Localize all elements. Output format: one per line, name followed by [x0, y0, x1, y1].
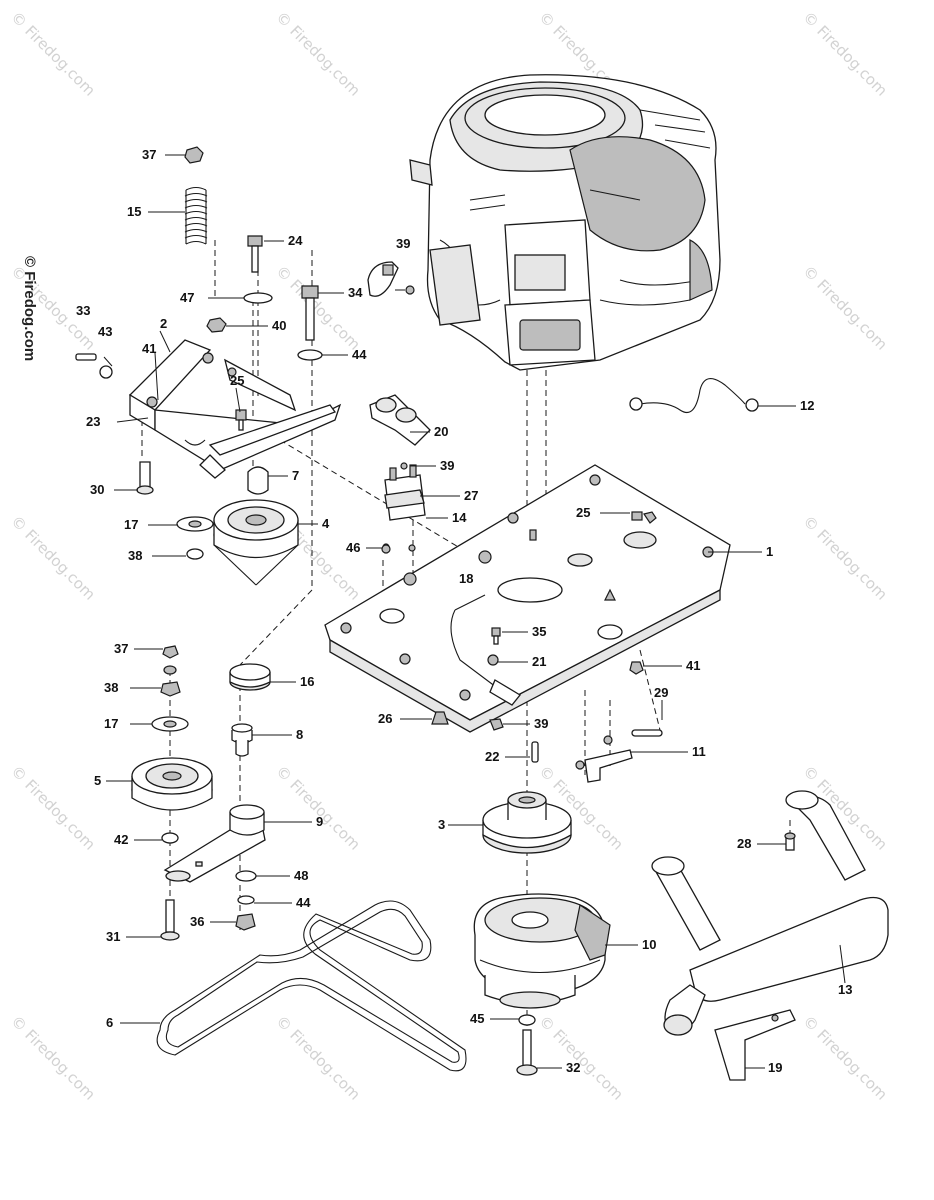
callout-19: 19	[768, 1060, 783, 1075]
callout-13: 13	[838, 982, 853, 997]
callout-47: 47	[180, 290, 195, 305]
callout-36: 36	[190, 914, 205, 929]
callout-2: 2	[160, 316, 168, 331]
callout-3: 3	[438, 817, 446, 832]
callout-44: 44	[352, 347, 367, 362]
engine-deck-plate-1	[324, 464, 731, 733]
idler-bracket-2	[128, 339, 342, 479]
muffler-13	[651, 790, 889, 1081]
callout-16: 16	[300, 674, 315, 689]
callout-7: 7	[292, 468, 300, 483]
callout-6: 6	[106, 1015, 114, 1030]
callout-17-lower: 17	[104, 716, 119, 731]
callout-48: 48	[294, 868, 309, 883]
callout-31: 31	[106, 929, 121, 944]
leader-lines	[103, 154, 846, 1069]
callout-10: 10	[642, 937, 657, 952]
callout-43: 43	[98, 324, 113, 339]
callout-8: 8	[296, 727, 304, 742]
callout-37-lower: 37	[114, 641, 129, 656]
engine-pulley-3	[482, 791, 572, 854]
callout-41-plate: 41	[686, 658, 701, 673]
callout-40: 40	[272, 318, 287, 333]
callout-34: 34	[348, 285, 363, 300]
callout-17: 17	[124, 517, 139, 532]
callout-38-lower: 38	[104, 680, 119, 695]
engine	[409, 74, 721, 371]
callout-4: 4	[322, 516, 330, 531]
callout-23: 23	[86, 414, 101, 429]
callout-15: 15	[127, 204, 142, 219]
callout-12: 12	[800, 398, 815, 413]
callout-5: 5	[94, 773, 102, 788]
callout-33: 33	[76, 303, 91, 318]
callout-35: 35	[532, 624, 547, 639]
ground-wire	[629, 378, 759, 414]
callout-39-lower: 39	[534, 716, 549, 731]
callout-9: 9	[316, 814, 324, 829]
callout-29: 29	[654, 685, 669, 700]
electric-clutch-10	[473, 893, 611, 1076]
left-pulley-stack	[131, 645, 213, 941]
callout-39-solenoid: 39	[440, 458, 455, 473]
callout-39: 39	[396, 236, 411, 251]
callout-28: 28	[737, 836, 752, 851]
callout-21: 21	[532, 654, 547, 669]
callout-37: 37	[142, 147, 157, 162]
drive-belt-6	[156, 900, 467, 1072]
callout-46: 46	[346, 540, 361, 555]
fitting-34-engine	[367, 261, 415, 297]
idler-arm-stack	[163, 663, 271, 931]
solenoid-14	[382, 462, 426, 552]
callout-1: 1	[766, 544, 774, 559]
callout-11: 11	[692, 744, 706, 759]
callout-30: 30	[90, 482, 105, 497]
callout-44-lower: 44	[296, 895, 311, 910]
callout-32: 32	[566, 1060, 581, 1075]
callout-22: 22	[485, 749, 500, 764]
callout-38: 38	[128, 548, 143, 563]
callout-18: 18	[459, 571, 474, 586]
idler-pulley-4	[176, 499, 299, 586]
small-parts-mid	[531, 729, 663, 783]
callout-14: 14	[452, 510, 467, 525]
callout-45: 45	[470, 1011, 485, 1026]
callout-42: 42	[114, 832, 129, 847]
callout-27: 27	[464, 488, 479, 503]
callout-41: 41	[142, 341, 157, 356]
callout-20: 20	[434, 424, 449, 439]
callout-24: 24	[288, 233, 303, 248]
callout-25-plate: 25	[576, 505, 591, 520]
callout-25: 25	[230, 373, 245, 388]
callout-26: 26	[378, 711, 393, 726]
